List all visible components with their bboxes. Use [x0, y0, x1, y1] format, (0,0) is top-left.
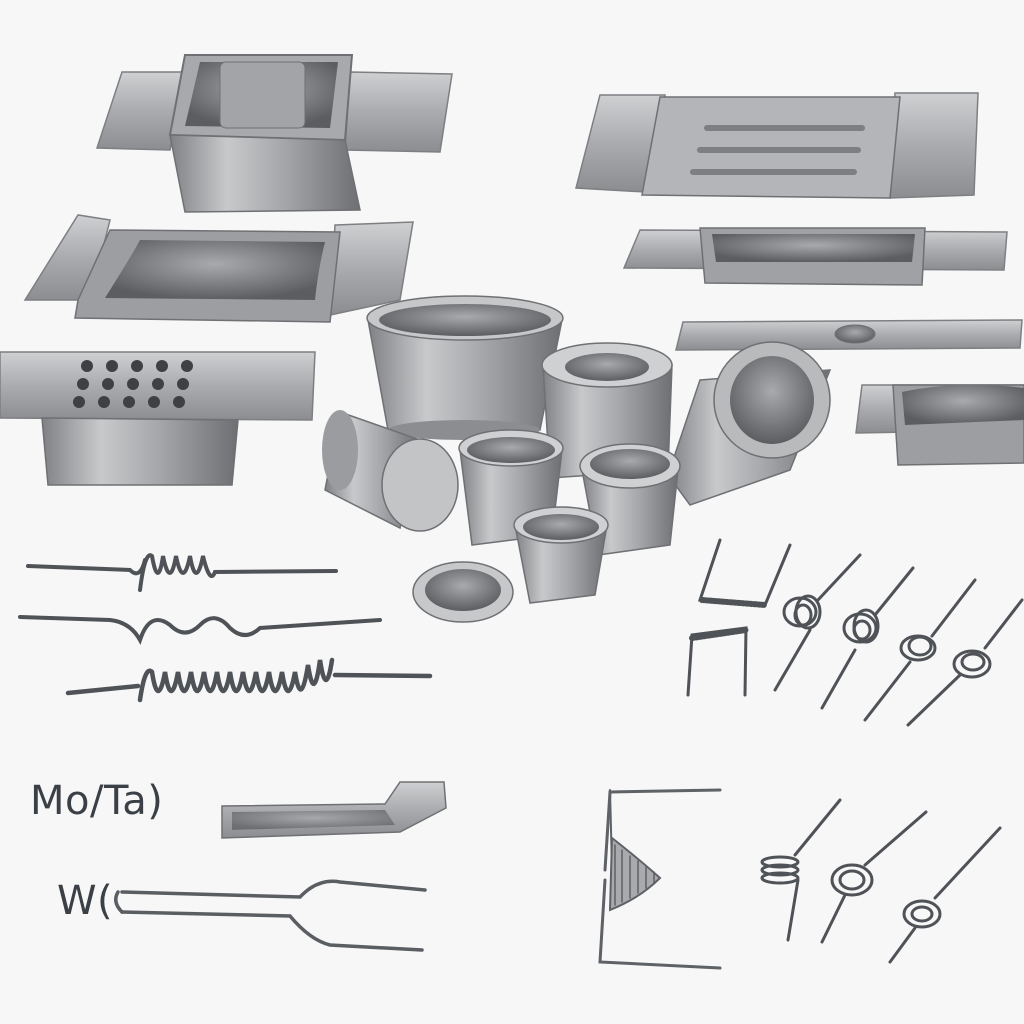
bent-strip-boat [221, 781, 447, 839]
spiral-filaments-right [686, 538, 1024, 727]
long-coil-filament [65, 657, 433, 703]
wave-filament [18, 615, 382, 645]
conical-basket-filament [598, 788, 722, 970]
short-coil-filament [26, 553, 338, 592]
staple-coil-filament [686, 626, 749, 697]
small-crucible [513, 506, 609, 604]
shallow-dish [412, 561, 514, 623]
large-crucible [366, 295, 564, 440]
dimple-strip-boat [675, 319, 1023, 351]
perforation-holes [73, 360, 193, 408]
perforated-boat [0, 351, 316, 486]
label-w: W( [57, 878, 114, 924]
flat-spiral-filament-2 [888, 826, 1002, 964]
u-coil-filament [697, 538, 792, 608]
shallow-trough-boat [622, 227, 1008, 286]
helical-coil-filament [760, 798, 842, 942]
crucibles [322, 295, 832, 623]
conical-spiral-filament-1 [773, 553, 862, 692]
dimpled-boat [23, 214, 414, 323]
conical-spiral-filament-3 [863, 578, 977, 722]
lidded-crucible [579, 443, 681, 556]
conical-spiral-filament-2 [820, 566, 915, 710]
cylinder-crucible-on-side [322, 410, 459, 532]
conical-spiral-filament-4 [906, 598, 1024, 727]
trough-boat-right [855, 384, 1024, 466]
spiral-filaments-bottom-right [760, 798, 1002, 964]
conical-crucible [667, 341, 832, 506]
box-boat-with-flanges [95, 54, 453, 213]
ribbed-boat [575, 92, 979, 199]
w-hairpin-wire [114, 879, 427, 952]
label-mo-ta: Mo/Ta) [30, 778, 164, 824]
flat-spiral-filament-1 [820, 810, 928, 944]
wire-coil-heaters [18, 553, 433, 703]
